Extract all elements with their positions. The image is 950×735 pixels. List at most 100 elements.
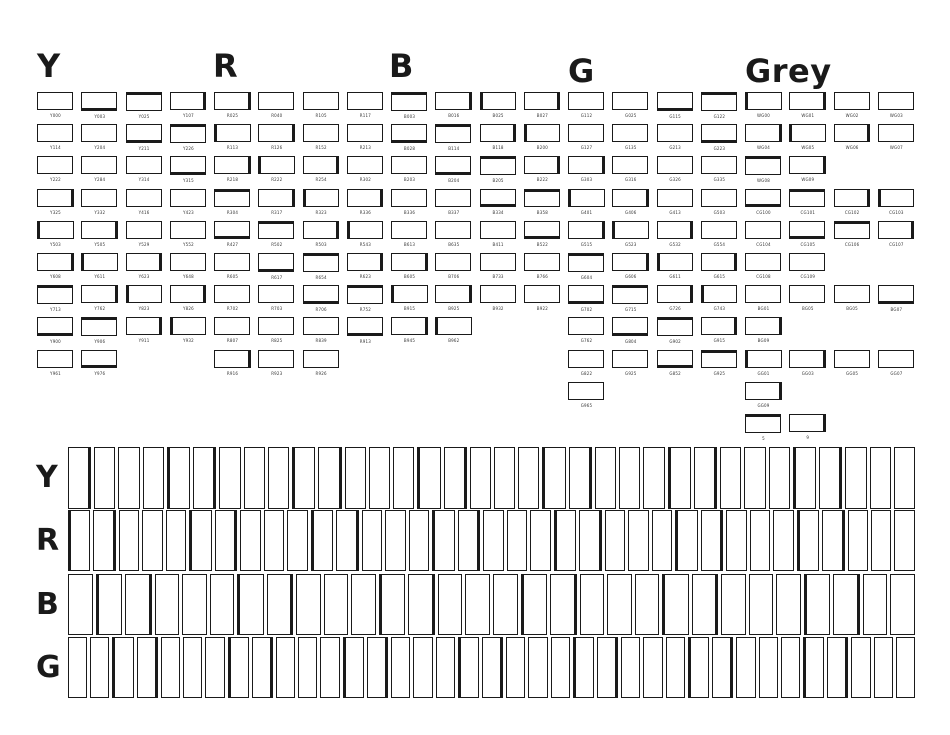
swatch-box xyxy=(612,220,649,239)
swatch-r: R323 xyxy=(302,188,340,215)
swatch-grey: GG07 xyxy=(877,349,914,376)
swatch-box xyxy=(169,285,207,304)
swatch-g: G743 xyxy=(700,285,738,311)
swatch-g: G135 xyxy=(612,124,649,150)
strip-bar xyxy=(744,447,766,509)
swatch-label: B358 xyxy=(536,210,548,216)
strip-bar xyxy=(160,637,181,698)
swatch-grey: CG108 xyxy=(745,253,781,279)
swatch-box xyxy=(612,188,649,207)
swatch-box xyxy=(37,285,73,304)
swatch-label: Y762 xyxy=(94,306,106,312)
swatch-box xyxy=(789,414,826,432)
swatch-g: G523 xyxy=(612,220,649,247)
heading-green: G xyxy=(568,52,595,90)
swatch-label: B411 xyxy=(492,241,504,247)
swatch-label: G606 xyxy=(625,274,637,279)
swatch-b: B200 xyxy=(523,124,561,150)
strip-bar xyxy=(803,574,831,635)
swatch-box xyxy=(258,285,295,304)
swatch-label: WG04 xyxy=(757,145,770,151)
swatch-box xyxy=(391,317,428,336)
strip-bar xyxy=(193,447,217,509)
strip-bar xyxy=(726,510,747,571)
swatch-label: R218 xyxy=(226,177,239,183)
swatch-box xyxy=(612,156,649,175)
swatch-label: Y211 xyxy=(138,145,150,151)
swatch-y: Y222 xyxy=(37,156,73,182)
swatch-box xyxy=(656,285,694,304)
swatch-label: R025 xyxy=(226,113,239,118)
swatch-box xyxy=(37,349,73,368)
swatch-label: B118 xyxy=(492,145,504,151)
strip-bar xyxy=(227,637,249,698)
strip-bar xyxy=(457,637,479,698)
strip-bar xyxy=(336,510,359,571)
swatch-label: B204 xyxy=(448,177,460,183)
swatch-label: R213 xyxy=(359,145,371,151)
swatch-label: Y284 xyxy=(94,177,106,183)
swatch-g: G915 xyxy=(700,317,738,343)
swatch-y: Y505 xyxy=(81,220,118,247)
swatch-box xyxy=(81,220,118,239)
swatch-label: GG05 xyxy=(846,370,859,376)
swatch-box xyxy=(568,285,604,304)
swatch-g: G726 xyxy=(656,285,694,311)
strip-bar xyxy=(506,637,526,698)
swatch-box xyxy=(125,317,163,336)
swatch-box xyxy=(302,317,339,336)
swatch-y: Y961 xyxy=(37,349,73,376)
swatch-label: R427 xyxy=(226,242,239,248)
swatch-label: B613 xyxy=(403,241,416,247)
swatch-box xyxy=(877,92,914,110)
swatch-r: R807 xyxy=(214,317,250,343)
swatch-box xyxy=(125,220,162,239)
swatch-box xyxy=(523,220,560,240)
swatch-label: R117 xyxy=(359,113,371,118)
swatch-box xyxy=(700,156,737,175)
strip-bar xyxy=(579,510,602,571)
swatch-box xyxy=(700,220,737,239)
strip-bar xyxy=(437,574,463,635)
strip-bar xyxy=(251,637,273,698)
swatch-box xyxy=(656,349,693,369)
strip-bar xyxy=(344,447,366,509)
strip-bar xyxy=(266,574,294,635)
swatch-box xyxy=(125,92,162,111)
swatch-g: G902 xyxy=(656,317,693,344)
strip-bar xyxy=(209,574,235,635)
swatch-label: B205 xyxy=(492,177,504,183)
swatch-box xyxy=(833,92,870,110)
swatch-box xyxy=(568,381,604,400)
swatch-label: Y623 xyxy=(138,274,150,279)
strip-bar xyxy=(862,574,888,635)
strip-bar xyxy=(550,637,570,698)
swatch-label: Y505 xyxy=(94,241,106,247)
swatch-g: G604 xyxy=(568,253,604,280)
swatch-box xyxy=(523,92,561,110)
strip-bar xyxy=(205,637,225,698)
swatch-y: Y611 xyxy=(81,253,118,279)
swatch-r: R152 xyxy=(302,124,339,150)
strip-bar xyxy=(378,574,406,635)
swatch-grey: CG101 xyxy=(789,188,826,215)
swatch-label: B027 xyxy=(536,113,548,118)
swatch-label: Y314 xyxy=(138,177,150,183)
strip-bar xyxy=(758,637,778,698)
strip-bar xyxy=(803,637,825,698)
swatch-grey: GG09 xyxy=(745,381,782,408)
swatch-g: G852 xyxy=(656,349,693,376)
swatch-r: R213 xyxy=(346,124,383,151)
swatch-box xyxy=(745,253,781,271)
strip-bar xyxy=(493,447,516,509)
swatch-b: B733 xyxy=(479,253,516,279)
swatch-y: Y226 xyxy=(169,124,206,151)
swatch-g: G702 xyxy=(568,285,604,312)
swatch-label: G503 xyxy=(713,209,726,215)
swatch-grey: WG03 xyxy=(877,92,914,118)
swatch-box xyxy=(877,220,915,239)
swatch-label: G925 xyxy=(713,371,726,377)
swatch-box xyxy=(789,220,826,240)
strip-bar xyxy=(320,637,340,698)
swatch-box xyxy=(568,92,604,110)
